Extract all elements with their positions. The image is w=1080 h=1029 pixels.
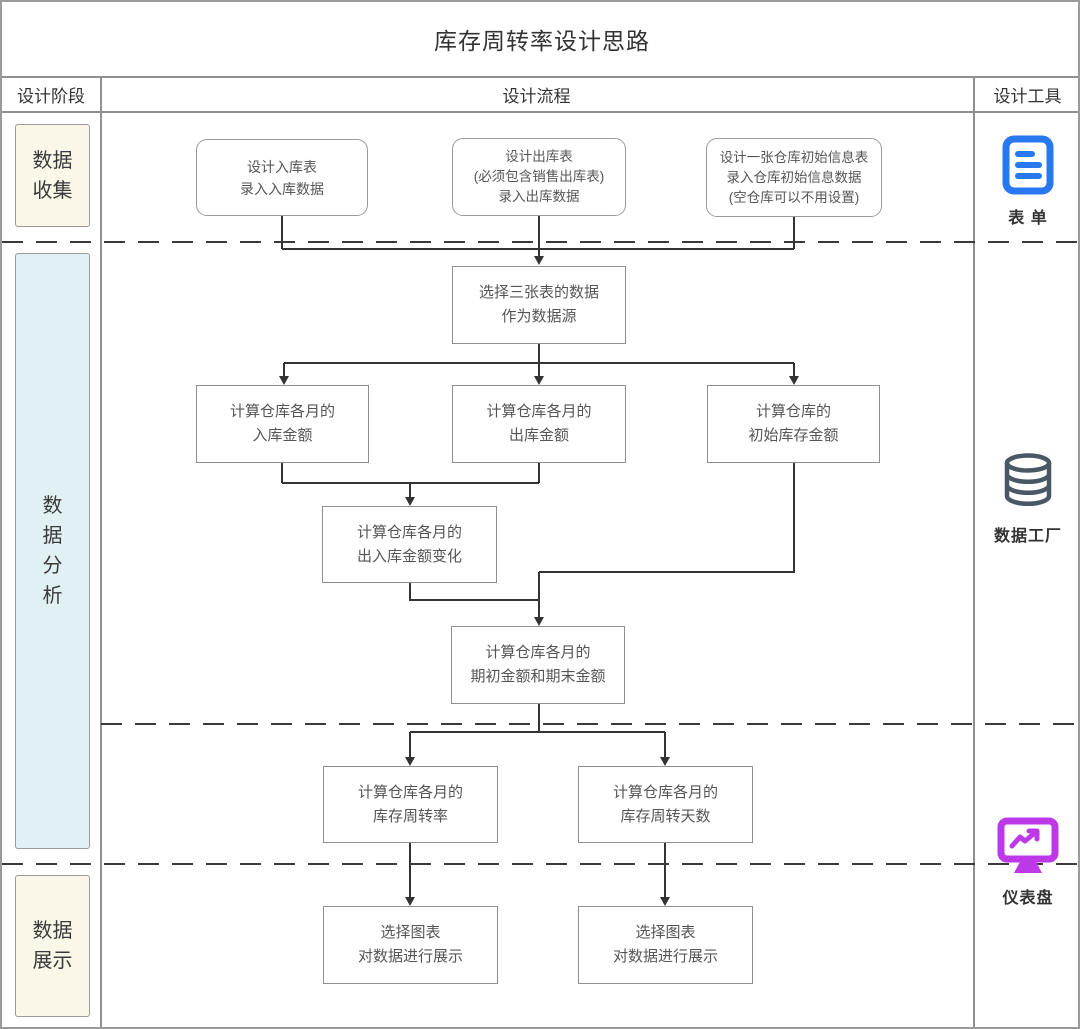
column-header-tools: 设计工具	[993, 87, 1062, 106]
column-header-stage: 设计阶段	[17, 87, 85, 106]
database-icon	[1004, 453, 1052, 507]
monitor-chart-icon	[997, 817, 1059, 873]
tool-form: 表 单	[974, 134, 1078, 228]
node-design-outbound-table: 设计出库表 (必须包含销售出库表) 录入出库数据	[452, 138, 626, 216]
left-column-divider	[100, 76, 102, 1027]
tool-form-label: 表 单	[1008, 210, 1048, 227]
stage-data-analysis: 数 据 分 析	[15, 253, 90, 849]
node-select-data-source: 选择三张表的数据 作为数据源	[452, 266, 626, 344]
page-title: 库存周转率设计思路	[434, 28, 650, 54]
tool-data-factory-label: 数据工厂	[993, 528, 1062, 545]
header-divider	[2, 111, 1078, 113]
node-calc-inout-change: 计算仓库各月的 出入库金额变化	[322, 506, 497, 583]
node-calc-turnover-days: 计算仓库各月的 库存周转天数	[578, 766, 753, 843]
right-column-divider	[973, 76, 975, 1027]
stage-data-collection: 数据 收集	[15, 124, 90, 227]
node-calc-initial-stock-amount: 计算仓库的 初始库存金额	[707, 385, 880, 463]
title-divider	[2, 76, 1078, 78]
form-document-icon	[1002, 135, 1054, 195]
column-header-flow: 设计流程	[502, 87, 571, 106]
tool-dashboard: 仪表盘	[974, 816, 1078, 908]
node-calc-turnover-rate: 计算仓库各月的 库存周转率	[323, 766, 498, 843]
node-chart-display-right: 选择图表 对数据进行展示	[578, 906, 753, 984]
node-design-inbound-table: 设计入库表 录入入库数据	[196, 139, 368, 216]
stage-data-display: 数据 展示	[15, 875, 90, 1017]
tool-data-factory: 数据工厂	[974, 452, 1078, 546]
node-calc-outbound-amount: 计算仓库各月的 出库金额	[452, 385, 626, 463]
node-calc-period-amounts: 计算仓库各月的 期初金额和期末金额	[451, 626, 625, 704]
node-calc-inbound-amount: 计算仓库各月的 入库金额	[196, 385, 369, 463]
node-design-initial-info-table: 设计一张仓库初始信息表 录入仓库初始信息数据 (空仓库可以不用设置)	[706, 138, 882, 217]
tool-dashboard-label: 仪表盘	[1002, 890, 1054, 907]
node-chart-display-left: 选择图表 对数据进行展示	[323, 906, 498, 984]
